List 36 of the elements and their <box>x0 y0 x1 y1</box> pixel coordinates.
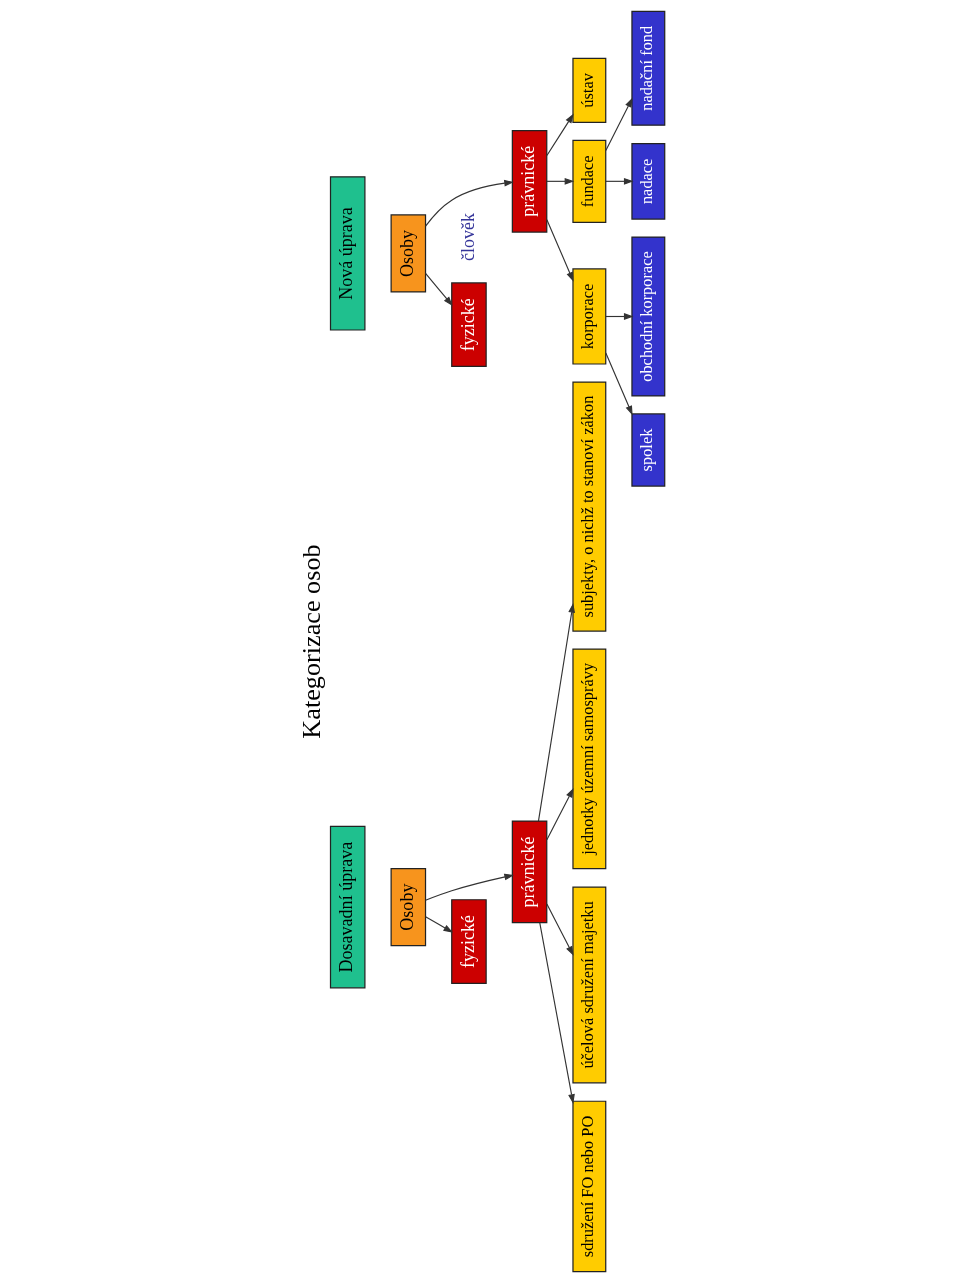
arrow <box>537 602 576 822</box>
node-box: účelová sdružení majetku <box>572 886 607 1084</box>
node-box: korporace <box>572 268 607 365</box>
node-box: subjekty, o nichž to stanoví zákon <box>572 381 607 632</box>
arrow <box>546 177 575 185</box>
node-box: Osoby <box>390 868 427 947</box>
node-box: fundace <box>572 139 607 223</box>
node-box: fyzické <box>451 282 487 368</box>
node-box: obchodní korporace <box>631 236 666 397</box>
arrow <box>546 903 574 956</box>
node-box: nadační fond <box>631 10 666 126</box>
node-label: člověk <box>457 213 478 262</box>
node-box: Nová úprava <box>329 176 366 331</box>
node-box: Osoby <box>390 214 427 293</box>
arrow <box>546 113 574 157</box>
node-box: ústav <box>572 57 607 123</box>
arrow <box>425 179 514 227</box>
arrow <box>425 272 453 307</box>
arrow <box>539 922 575 1104</box>
arrow <box>425 916 454 933</box>
arrow <box>546 787 574 841</box>
arrow <box>605 352 633 416</box>
node-box: nadace <box>631 143 666 220</box>
arrow <box>605 97 633 151</box>
arrow <box>425 873 515 901</box>
node-box: Dosavadní úprava <box>329 825 366 989</box>
node-box: sdružení FO nebo PO <box>572 1100 607 1273</box>
node-box: spolek <box>631 413 666 487</box>
arrow <box>546 219 574 282</box>
node-box: fyzické <box>451 899 487 984</box>
node-box: právnické <box>511 129 548 233</box>
node-box: jednotky územní samosprávy <box>572 648 607 870</box>
node-box: právnické <box>511 820 548 924</box>
diagram-title: Kategorizace osob <box>296 544 326 739</box>
arrow <box>605 177 634 185</box>
arrow <box>605 313 634 320</box>
